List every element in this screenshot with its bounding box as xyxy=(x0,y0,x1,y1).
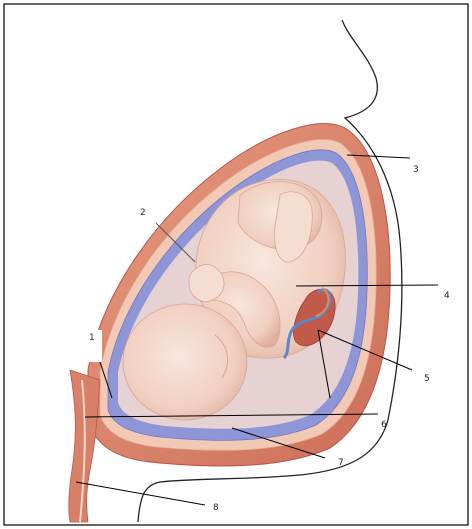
label-7: 7 xyxy=(338,458,344,468)
label-8: 8 xyxy=(213,503,219,513)
label-3: 3 xyxy=(413,165,419,175)
label-2: 2 xyxy=(140,208,146,218)
label-6: 6 xyxy=(381,420,387,430)
fetus-hand xyxy=(189,264,224,302)
label-4: 4 xyxy=(444,291,450,301)
label-1: 1 xyxy=(89,333,95,343)
fetus-head xyxy=(123,304,247,420)
label-5: 5 xyxy=(424,374,430,384)
